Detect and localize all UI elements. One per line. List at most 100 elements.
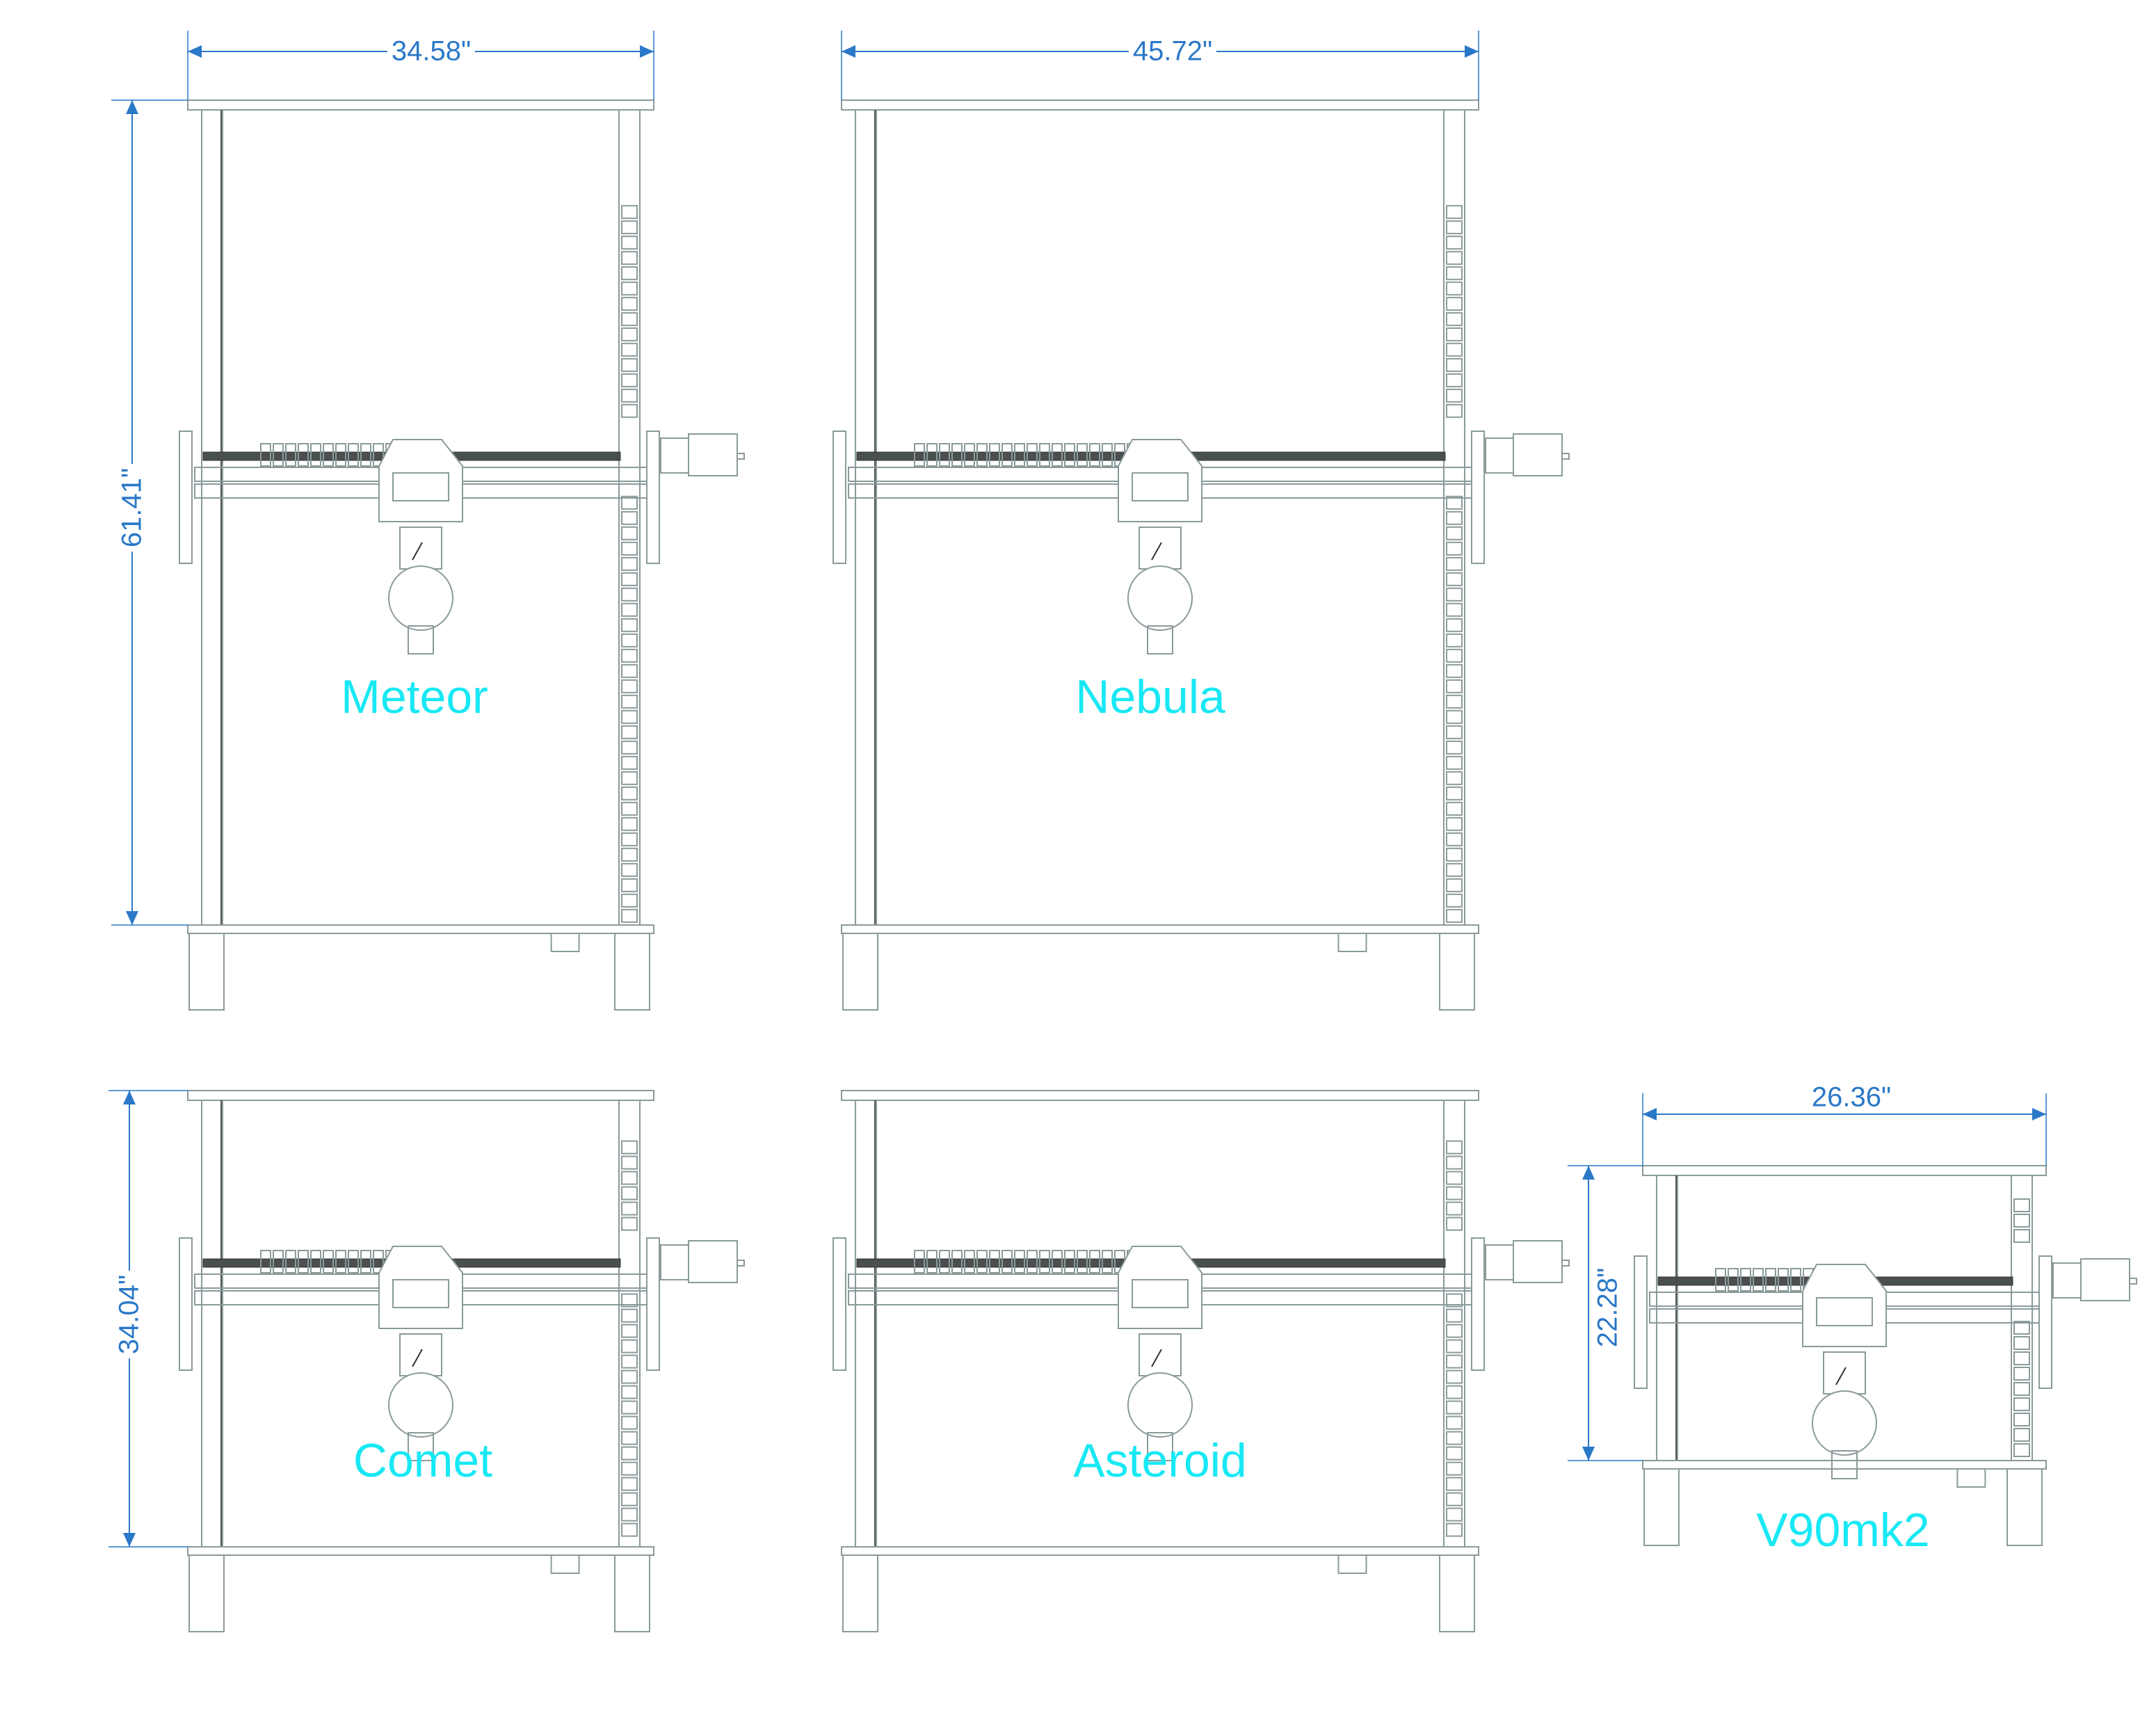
drag-chain-link: [621, 709, 638, 724]
gantry-chain-link: [1077, 443, 1088, 467]
drag-chain-link: [1446, 1201, 1463, 1216]
gantry-chain-link: [348, 443, 359, 467]
drag-chain-link: [621, 664, 638, 678]
y-motor-coupler: [660, 437, 689, 474]
y-motor-shaft: [2129, 1278, 2137, 1285]
gantry-chain-link: [260, 443, 271, 467]
gantry-chain-link: [273, 1250, 284, 1273]
drag-chain-link: [1446, 556, 1463, 571]
drag-chain-link: [1446, 1400, 1463, 1415]
nebula-label: Nebula: [1075, 670, 1225, 723]
y-motor-coupler: [1485, 1244, 1514, 1280]
drag-chain-link: [1446, 312, 1463, 326]
drag-chain-link: [621, 296, 638, 311]
z-motor: [399, 527, 442, 570]
v90mk2-height-dimension: 22.28": [1592, 1263, 1624, 1352]
drag-chain-link: [1446, 847, 1463, 862]
drag-chain-link: [621, 725, 638, 739]
drag-chain-link: [1446, 893, 1463, 908]
arrowhead: [1582, 1447, 1595, 1461]
z-motor-indicator: [1151, 1349, 1162, 1367]
gantry-chain-link: [914, 1250, 925, 1273]
drag-chain-link: [621, 587, 638, 602]
drag-chain-link: [1446, 633, 1463, 648]
drag-chain-link: [1446, 832, 1463, 846]
gantry-chain-link: [260, 1250, 271, 1273]
gantry-chain-link: [335, 1250, 346, 1273]
gantry-chain-link: [951, 1250, 963, 1273]
spindle-body: [388, 565, 453, 631]
drag-chain-link: [1446, 755, 1463, 770]
drag-chain-link: [1446, 296, 1463, 311]
gantry-chain-link: [1039, 443, 1050, 467]
drag-chain-link: [1446, 740, 1463, 755]
gantry-chain-link: [1102, 443, 1113, 467]
y-motor: [1513, 433, 1563, 476]
bottom-rail: [187, 924, 654, 934]
gantry-chain-link: [1089, 1250, 1100, 1273]
bottom-foot: [1337, 1554, 1367, 1574]
drag-chain-link: [1446, 1308, 1463, 1323]
right-side-plate: [646, 1237, 660, 1371]
drag-chain-link: [621, 281, 638, 296]
v90mk2-height-dimension-line: [1568, 1165, 1643, 1461]
gantry-chain-link: [273, 443, 284, 467]
gantry-chain-link: [1765, 1268, 1776, 1292]
drag-chain-link: [621, 526, 638, 540]
drag-chain-link: [1446, 908, 1463, 923]
drag-chain-link: [1446, 786, 1463, 801]
drag-chain-link: [1446, 235, 1463, 250]
drag-chain-link: [1446, 526, 1463, 540]
y-motor: [688, 1240, 738, 1283]
gantry-chain-link: [926, 443, 938, 467]
gantry-chain-link: [1102, 1250, 1113, 1273]
drag-chain-link: [1446, 1186, 1463, 1200]
drag-chain-link: [1446, 648, 1463, 663]
gantry-chain-link: [360, 443, 371, 467]
gantry-chain-link: [1001, 443, 1013, 467]
drag-chain-link: [1446, 388, 1463, 403]
drag-chain-link: [1446, 694, 1463, 709]
top-rail: [187, 99, 654, 111]
drag-chain-link: [621, 679, 638, 693]
drag-chain-link: [621, 1446, 638, 1461]
left-side-plate: [179, 1237, 193, 1371]
drag-chain-link: [1446, 1415, 1463, 1430]
drag-chain-link: [621, 862, 638, 877]
drag-chain-link: [2013, 1413, 2030, 1426]
bottom-foot: [550, 933, 580, 952]
asteroid-machine: [832, 1090, 1570, 1632]
meteor-height-dimension: 61.41": [116, 463, 148, 552]
gantry-chain-link: [914, 443, 925, 467]
top-rail: [841, 99, 1479, 111]
gantry-chain-link: [323, 1250, 334, 1273]
drag-chain-link: [1446, 266, 1463, 280]
v90mk2-machine: [1634, 1165, 2137, 1546]
drag-chain-link: [621, 1431, 638, 1445]
drag-chain-link: [621, 235, 638, 250]
drag-chain-link: [621, 694, 638, 709]
drag-chain-link: [621, 342, 638, 357]
drag-chain-link: [1446, 1461, 1463, 1476]
drag-chain-link: [1446, 878, 1463, 892]
meteor-label: Meteor: [341, 670, 488, 723]
drag-chain-link: [621, 1171, 638, 1185]
right-leg-motor: [614, 933, 650, 1011]
carriage-plate: [378, 439, 463, 522]
gantry-chain-link: [1027, 1250, 1038, 1273]
drag-chain-link: [1446, 572, 1463, 586]
drag-chain-link: [621, 495, 638, 510]
z-motor-indicator: [412, 542, 423, 561]
drag-chain-link: [1446, 1507, 1463, 1522]
gantry-chain-link: [1753, 1268, 1764, 1292]
drag-chain-link: [1446, 1339, 1463, 1353]
y-motor: [688, 433, 738, 476]
drag-chain-link: [1446, 204, 1463, 219]
drag-chain-link: [2013, 1397, 2030, 1411]
drag-chain-link: [621, 908, 638, 923]
drag-chain-link: [621, 556, 638, 571]
drag-chain-link: [1446, 1522, 1463, 1537]
drag-chain-link: [2013, 1336, 2030, 1350]
left-leg-motor: [188, 933, 225, 1011]
gantry-chain-link: [323, 443, 334, 467]
